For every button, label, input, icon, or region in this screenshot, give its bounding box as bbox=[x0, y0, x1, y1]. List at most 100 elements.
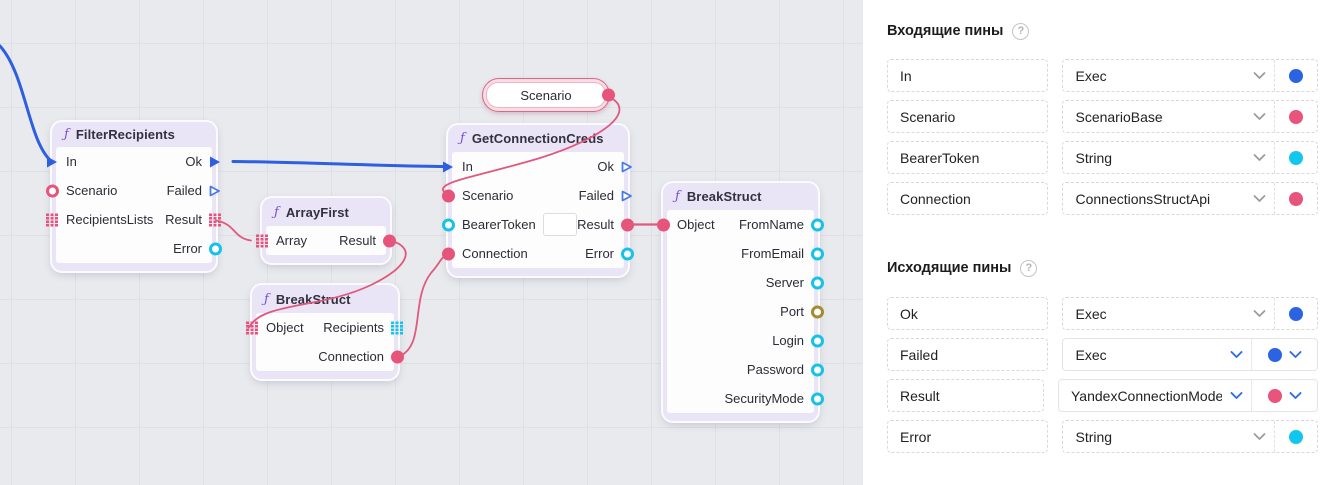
exec-pin-icon[interactable] bbox=[209, 155, 222, 168]
exec-pin-icon[interactable] bbox=[621, 160, 634, 173]
node-header[interactable]: ƒ BreakStruct bbox=[252, 285, 398, 313]
pin-type-select[interactable]: ScenarioBase bbox=[1062, 100, 1318, 133]
node-title: BreakStruct bbox=[686, 189, 762, 204]
pin-name-field[interactable]: In bbox=[887, 59, 1049, 92]
node-scenario-variable[interactable]: Scenario bbox=[482, 78, 615, 112]
function-icon: ƒ bbox=[675, 189, 680, 204]
pin-type-select[interactable]: Exec bbox=[1062, 338, 1318, 371]
pin-color-cell[interactable] bbox=[1251, 380, 1317, 411]
pin-label: Scenario bbox=[66, 183, 118, 198]
array-pin-icon[interactable] bbox=[209, 213, 222, 226]
pin-type-select[interactable]: ConnectionsStructApi bbox=[1062, 182, 1318, 215]
pin-name-field[interactable]: Result bbox=[887, 379, 1044, 412]
pin-name-field[interactable]: Error bbox=[887, 420, 1049, 453]
pin-label: Password bbox=[746, 362, 804, 377]
pin-type-value: ScenarioBase bbox=[1075, 108, 1163, 125]
pin-name-field[interactable]: Ok bbox=[887, 297, 1049, 330]
string-pin-icon[interactable] bbox=[811, 276, 824, 289]
pin-type-select[interactable]: String bbox=[1062, 420, 1318, 453]
number-pin-icon[interactable] bbox=[811, 305, 824, 318]
array-pin-icon[interactable] bbox=[246, 321, 259, 334]
string-pin-icon[interactable] bbox=[442, 218, 455, 231]
exec-color-dot bbox=[1289, 68, 1303, 83]
pin-color-cell[interactable] bbox=[1274, 298, 1317, 329]
array-pin-icon[interactable] bbox=[391, 321, 404, 334]
outgoing-pin-row: Result YandexConnectionMode bbox=[887, 379, 1318, 412]
string-pin-icon[interactable] bbox=[811, 218, 824, 231]
function-icon: ƒ bbox=[460, 131, 465, 146]
array-pin-icon[interactable] bbox=[46, 213, 59, 226]
pin-label: In bbox=[462, 159, 473, 174]
object-pin-icon[interactable] bbox=[391, 350, 404, 363]
node-get-connection-creds[interactable]: ƒ GetConnectionCreds In Ok Scenario Fail… bbox=[442, 125, 634, 276]
object-pin-icon[interactable] bbox=[602, 88, 615, 102]
node-title: FilterRecipients bbox=[75, 127, 175, 142]
exec-pin-icon[interactable] bbox=[46, 155, 59, 168]
pin-label: Connection bbox=[318, 349, 384, 364]
string-pin-icon[interactable] bbox=[811, 247, 824, 260]
pin-properties-panel: Входящие пины ? In Exec Scenario Scenari… bbox=[862, 0, 1342, 485]
object-pin-icon[interactable] bbox=[621, 218, 634, 231]
node-break-struct-connection[interactable]: ƒ BreakStruct Object FromName FromEmail … bbox=[657, 183, 824, 421]
object-pin-icon[interactable] bbox=[442, 247, 455, 260]
string-color-dot bbox=[1289, 429, 1303, 444]
pin-type-select[interactable]: String bbox=[1062, 141, 1318, 174]
pin-name-value: Connection bbox=[900, 190, 971, 207]
pin-name-value: Result bbox=[900, 387, 940, 404]
node-header[interactable]: ƒ ArrayFirst bbox=[262, 198, 390, 226]
pin-color-cell[interactable] bbox=[1274, 60, 1317, 91]
string-color-dot bbox=[1289, 150, 1303, 165]
pin-color-cell[interactable] bbox=[1274, 101, 1317, 132]
node-header[interactable]: ƒ GetConnectionCreds bbox=[448, 125, 628, 152]
array-pin-icon[interactable] bbox=[256, 234, 269, 247]
pin-label: Error bbox=[585, 246, 614, 261]
pin-name-field[interactable]: BearerToken bbox=[887, 141, 1049, 174]
object-pin-icon[interactable] bbox=[46, 184, 59, 197]
pin-label: Object bbox=[677, 217, 715, 232]
pin-color-cell[interactable] bbox=[1274, 183, 1317, 214]
node-array-first[interactable]: ƒ ArrayFirst Array Result bbox=[256, 198, 396, 263]
object-pin-icon[interactable] bbox=[383, 234, 396, 247]
pin-name-value: Scenario bbox=[900, 108, 956, 125]
pin-color-cell[interactable] bbox=[1251, 339, 1317, 370]
node-header[interactable]: ƒ FilterRecipients bbox=[52, 122, 216, 147]
object-color-dot bbox=[1289, 191, 1303, 206]
exec-pin-icon[interactable] bbox=[621, 189, 634, 202]
node-header[interactable]: ƒ BreakStruct bbox=[663, 183, 818, 210]
pin-type-select[interactable]: YandexConnectionMode bbox=[1058, 379, 1318, 412]
help-icon[interactable]: ? bbox=[1020, 259, 1038, 277]
outgoing-pin-row: Ok Exec bbox=[887, 297, 1318, 330]
pin-type-value: Exec bbox=[1075, 346, 1107, 363]
object-pin-icon[interactable] bbox=[442, 189, 455, 202]
exec-pin-icon[interactable] bbox=[442, 160, 455, 173]
object-pin-icon[interactable] bbox=[657, 218, 670, 231]
string-pin-icon[interactable] bbox=[811, 363, 824, 376]
pin-label: FromEmail bbox=[741, 246, 804, 261]
pin-name-field[interactable]: Scenario bbox=[887, 100, 1049, 133]
chevron-down-icon bbox=[1253, 432, 1266, 440]
bearer-token-inline-input[interactable] bbox=[542, 213, 577, 236]
string-pin-icon[interactable] bbox=[621, 247, 634, 260]
node-filter-recipients[interactable]: ƒ FilterRecipients In Ok Scenario Failed bbox=[46, 122, 222, 271]
outgoing-pin-row: Failed Exec bbox=[887, 338, 1318, 371]
pin-color-cell[interactable] bbox=[1274, 421, 1317, 452]
pin-name-field[interactable]: Failed bbox=[887, 338, 1049, 371]
outgoing-pins-section-title: Исходящие пины ? bbox=[887, 259, 1318, 277]
node-canvas[interactable]: Scenario ƒ FilterRecipients In Ok Scenar… bbox=[0, 0, 862, 485]
pin-label: Result bbox=[339, 233, 376, 248]
string-pin-icon[interactable] bbox=[811, 392, 824, 405]
string-pin-icon[interactable] bbox=[209, 242, 222, 255]
help-icon[interactable]: ? bbox=[1012, 22, 1030, 40]
exec-pin-icon[interactable] bbox=[209, 184, 222, 197]
pin-name-field[interactable]: Connection bbox=[887, 182, 1049, 215]
pin-type-value: ConnectionsStructApi bbox=[1075, 190, 1211, 207]
exec-color-dot bbox=[1267, 347, 1282, 362]
pin-type-select[interactable]: Exec bbox=[1062, 297, 1318, 330]
node-break-struct-recipients[interactable]: ƒ BreakStruct Object Recipients Connecti… bbox=[246, 285, 404, 379]
object-color-dot bbox=[1267, 388, 1282, 403]
pin-color-cell[interactable] bbox=[1274, 142, 1317, 173]
pin-type-select[interactable]: Exec bbox=[1062, 59, 1318, 92]
pin-label: In bbox=[66, 154, 77, 169]
string-pin-icon[interactable] bbox=[811, 334, 824, 347]
